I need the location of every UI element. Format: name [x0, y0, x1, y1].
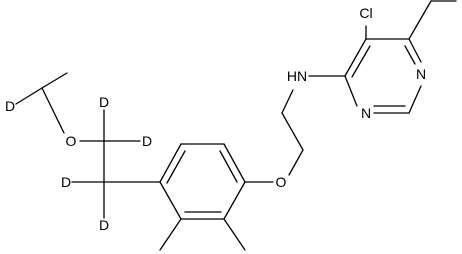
bond-isopropyl-ch-o [41, 87, 65, 134]
atom-nitrogen-ring-lower: N [361, 105, 371, 121]
bond-methyl-ring-left [159, 218, 182, 251]
bond-ring-a-double [166, 150, 186, 184]
atom-oxygen-aryl-ether: O [276, 174, 287, 190]
atom-nitrogen-ring-upper: N [416, 66, 426, 82]
bond-methyl-ring-right [223, 218, 246, 251]
bond-ring-d [223, 181, 246, 220]
bond-isopropyl-ch-d [15, 87, 43, 105]
atom-deuterium-ch2o-top: D [99, 94, 109, 110]
atom-deuterium-ch2o-right: D [142, 133, 152, 149]
atom-deuterium-ch2ar-left: D [61, 174, 71, 190]
bond-lines [15, 0, 457, 251]
bond-o-ch2 [288, 149, 304, 176]
bond-c6-ch2 [408, 0, 432, 40]
bond-pyr-n1-c2 [408, 85, 422, 114]
bond-methyl-isopropyl [41, 72, 68, 89]
bond-pyr-c4-c5-double [351, 45, 371, 78]
bond-ring-f [159, 181, 182, 220]
atom-amine-nh: HN [287, 68, 307, 84]
atom-deuterium-isopropyl: D [5, 98, 15, 114]
atom-deuterium-ch2ar-bottom: D [99, 217, 109, 233]
bond-ring-c [223, 143, 246, 183]
atom-oxygen-isopropoxy: O [66, 133, 77, 149]
bond-pyr-c6-n1-double [404, 45, 416, 65]
bond-pyr-c6-n1 [408, 38, 422, 63]
bond-ch2-nh [281, 89, 294, 114]
atom-labels: Cl N N HN O O D D D D D [5, 5, 426, 233]
atom-chlorine: Cl [359, 5, 372, 21]
bond-ring-a [159, 143, 182, 183]
bond-pyr-n3-c4 [344, 75, 358, 107]
bond-ch2-ch2 [281, 112, 304, 151]
bond-pyr-c4-c5 [344, 38, 367, 77]
bond-ring-c-double [219, 150, 238, 183]
